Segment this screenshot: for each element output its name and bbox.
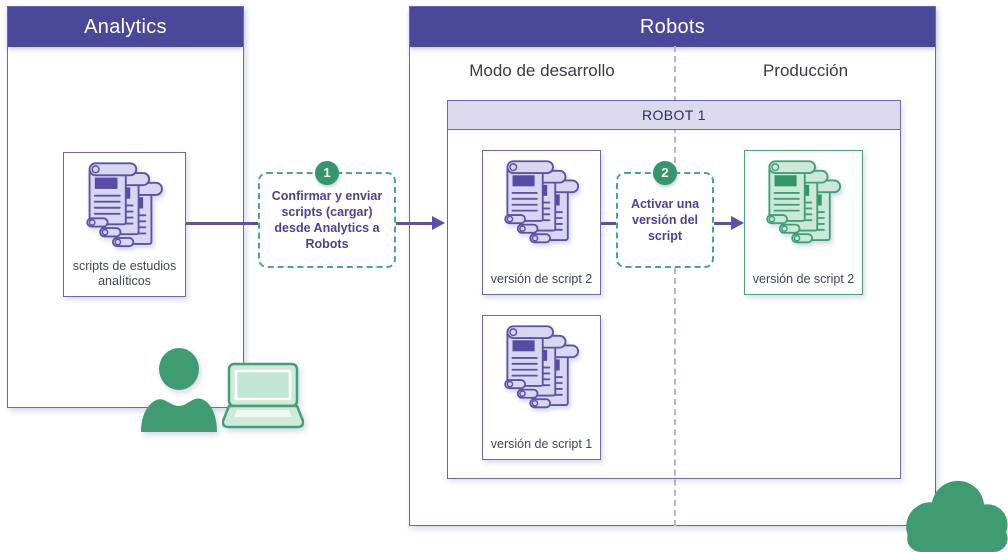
arrowhead-analytics-to-robots [432, 216, 445, 230]
dev-prod-divider [674, 46, 676, 526]
step1-badge: 1 [315, 161, 339, 185]
scripts-stack-icon [483, 159, 600, 249]
robot1-title: ROBOT 1 [641, 107, 706, 123]
cloud-icon [906, 480, 1008, 552]
dev-script-v1-label: versión de script 1 [490, 437, 593, 452]
scripts-stack-icon [64, 161, 185, 253]
robot1-header: ROBOT 1 [448, 101, 900, 130]
dev-script-v2-label: versión de script 2 [490, 272, 593, 287]
prod-script-v2-label: versión de script 2 [752, 272, 855, 287]
dev-script-v2-node: versión de script 2 [482, 150, 601, 295]
dev-column-label: Modo de desarrollo [469, 61, 615, 80]
step2-text: Activar una versión del script [630, 196, 700, 244]
scripts-stack-green-icon [745, 159, 862, 249]
step2-badge: 2 [653, 161, 677, 185]
step1-box: 1 Confirmar y enviar scripts (cargar) de… [258, 161, 396, 268]
analytics-scripts-label: scripts de estudios analíticos [72, 258, 177, 289]
robots-title: Robots [639, 15, 706, 38]
scripts-stack-icon [483, 324, 600, 414]
arrowhead-dev-to-prod [731, 216, 744, 230]
laptop-icon [222, 362, 304, 429]
person-icon [141, 348, 217, 432]
analytics-scripts-node: scripts de estudios analíticos [63, 152, 186, 297]
analytics-panel-header: Analytics [8, 7, 243, 47]
robots-panel-header: Robots [410, 7, 935, 47]
dev-script-v1-node: versión de script 1 [482, 315, 601, 460]
prod-column-label: Producción [762, 61, 849, 80]
step2-box: 2 Activar una versión del script [616, 161, 714, 268]
analytics-panel: Analytics [7, 6, 244, 408]
robot1-box: ROBOT 1 [447, 100, 901, 479]
step1-text: Confirmar y enviar scripts (cargar) desd… [271, 188, 383, 252]
analytics-title: Analytics [84, 15, 167, 38]
prod-script-v2-node: versión de script 2 [744, 150, 863, 295]
